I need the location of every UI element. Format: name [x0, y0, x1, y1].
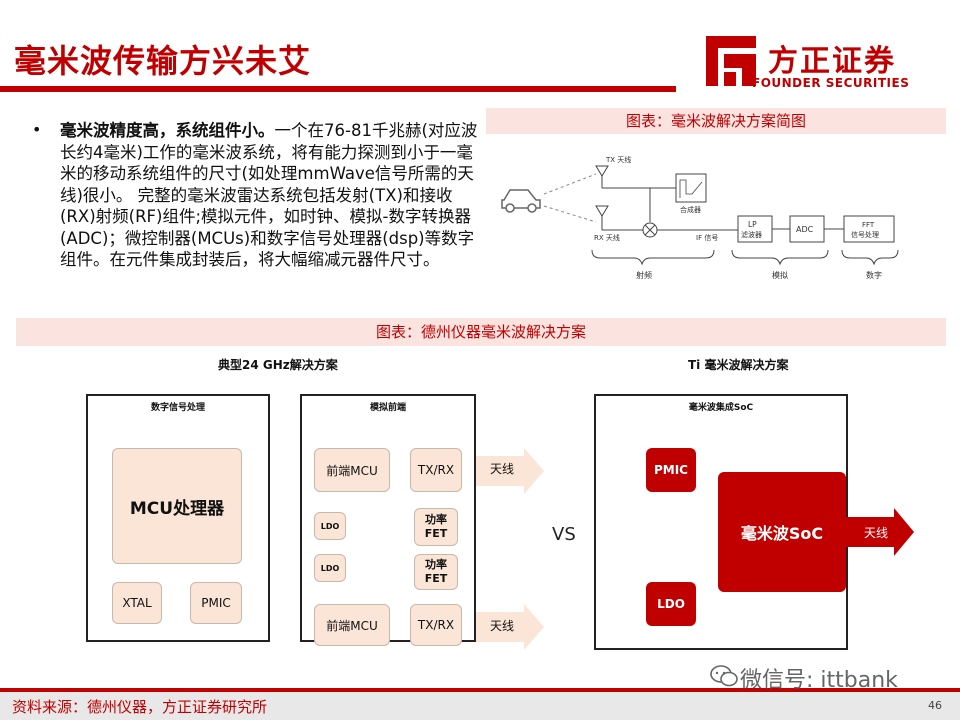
logo-name: 方正证券	[768, 44, 896, 79]
car-icon	[501, 189, 541, 213]
synth-label: 合成器	[680, 205, 701, 214]
rx-antenna-icon	[595, 205, 609, 230]
rx-label: RX 天线	[594, 233, 620, 242]
power-fet-block-2: 功率 FET	[414, 554, 458, 590]
ldo-block-1: LDO	[314, 512, 346, 540]
antenna-label-2: 天线	[490, 619, 515, 633]
lp-filter-box	[737, 215, 773, 243]
footer-bar	[0, 688, 960, 720]
page-title: 毫米波传输方兴未艾	[14, 42, 312, 80]
soc-panel-title: 毫米波集成SoC	[688, 403, 754, 413]
lp-label-2: 滤波器	[741, 230, 762, 239]
figure1-caption: 图表：毫米波解决方案简图	[486, 108, 946, 134]
wechat-icon	[710, 665, 738, 687]
bullet-body: 一个在76-81千兆赫(对应波长约4毫米)工作的毫米波系统，将有能力探测到小于一…	[60, 121, 478, 269]
page-number: 46	[928, 699, 942, 712]
logo-subtitle: FOUNDER SECURITIES	[752, 76, 910, 90]
bullet-marker: •	[32, 120, 42, 139]
bullet-bold-lead: 毫米波精度高，系统组件小。	[60, 121, 275, 140]
front-mcu-block-1: 前端MCU	[314, 448, 390, 492]
antenna-label-1: 天线	[490, 462, 515, 476]
source-note: 资料来源：德州仪器，方正证券研究所	[12, 698, 268, 716]
front-mcu-block-2: 前端MCU	[314, 604, 390, 646]
typical-solution-header: 典型24 GHz解决方案	[218, 358, 338, 372]
ti-solution-header: Ti 毫米波解决方案	[688, 358, 789, 372]
mcu-processor-block: MCU处理器	[112, 448, 242, 564]
watermark: 微信号: ittbank	[740, 668, 898, 693]
fft-label: FFT	[862, 221, 875, 229]
antenna-arrow-2	[476, 604, 544, 650]
if-label: IF 信号	[696, 233, 718, 242]
footer-accent-line	[0, 688, 960, 692]
bullet-paragraph: 毫米波精度高，系统组件小。一个在76-81千兆赫(对应波长约4毫米)工作的毫米波…	[60, 120, 480, 271]
xtal-block: XTAL	[112, 582, 162, 624]
vs-label: VS	[552, 524, 576, 545]
txrx-block-1: TX/RX	[410, 448, 462, 492]
digital-label: 数字	[866, 270, 882, 280]
tx-antenna-icon	[595, 165, 609, 188]
figure2-caption: 图表：德州仪器毫米波解决方案	[16, 318, 946, 346]
rf-label: 射频	[636, 270, 652, 280]
title-underline	[0, 86, 676, 92]
dsp-panel-title: 数字信号处理	[150, 403, 205, 413]
power-fet-block-1: 功率 FET	[414, 508, 458, 546]
mmwave-schematic: TX 天线 RX 天线 合成器 IF 信号 LP 滤波器 ADC FFT 信号处…	[501, 155, 899, 280]
pmic-block: PMIC	[190, 582, 242, 624]
soc-ldo-block: LDO	[646, 582, 696, 626]
analog-label: 模拟	[772, 270, 788, 280]
fft-box	[843, 215, 895, 243]
synth-box	[675, 173, 707, 203]
soc-pmic-block: PMIC	[646, 448, 696, 492]
adc-box	[789, 215, 825, 243]
soc-antenna-arrow	[846, 508, 914, 556]
adc-label: ADC	[796, 225, 814, 234]
mmwave-soc-block: 毫米波SoC	[718, 472, 846, 592]
soc-antenna-label: 天线	[864, 526, 889, 540]
afe-panel-title: 模拟前端	[369, 403, 406, 413]
lp-label: LP	[748, 220, 757, 229]
ldo-block-2: LDO	[314, 554, 346, 582]
antenna-arrow-1	[476, 448, 544, 494]
tx-label: TX 天线	[605, 155, 631, 164]
txrx-block-2: TX/RX	[410, 604, 462, 646]
founder-logo-icon	[706, 36, 756, 86]
fft-label-2: 信号处理	[851, 230, 879, 239]
